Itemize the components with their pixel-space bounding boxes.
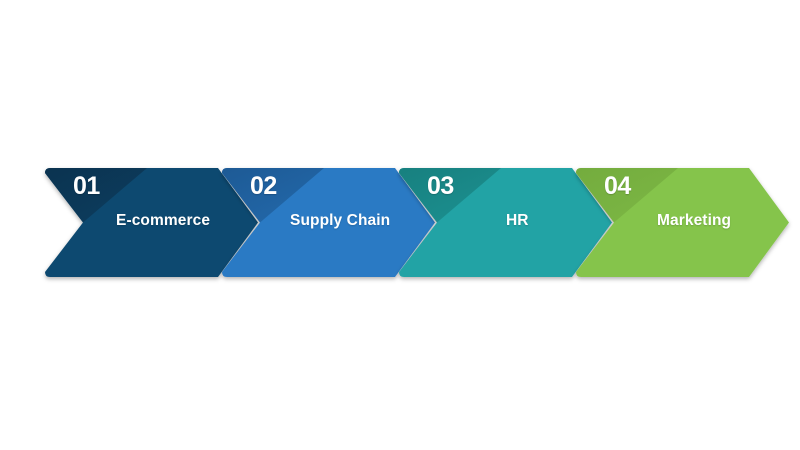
chevron-step-number-3: 03: [427, 172, 454, 200]
chevron-fold-shadow: [45, 168, 147, 223]
chevron-step-number-1: 01: [73, 172, 100, 200]
chevron-step-label-3: HR: [506, 212, 529, 229]
chevron-fold-shadow: [399, 168, 501, 223]
chevron-step-label-2: Supply Chain: [290, 212, 391, 229]
chevron-step-number-4: 04: [604, 172, 631, 200]
chevron-step-label-1: E-commerce: [116, 212, 211, 229]
chevron-shape-3: [399, 168, 612, 277]
chevron-step-label-4: Marketing: [657, 212, 732, 229]
chevron-step-number-2: 02: [250, 172, 277, 200]
chevron-shape-1: [45, 168, 258, 277]
chevron-shape-4: [576, 168, 789, 277]
chevron-shape-2: [222, 168, 435, 277]
chevron-fold-shadow: [222, 168, 324, 223]
chevron-fold-shadow: [576, 168, 678, 223]
